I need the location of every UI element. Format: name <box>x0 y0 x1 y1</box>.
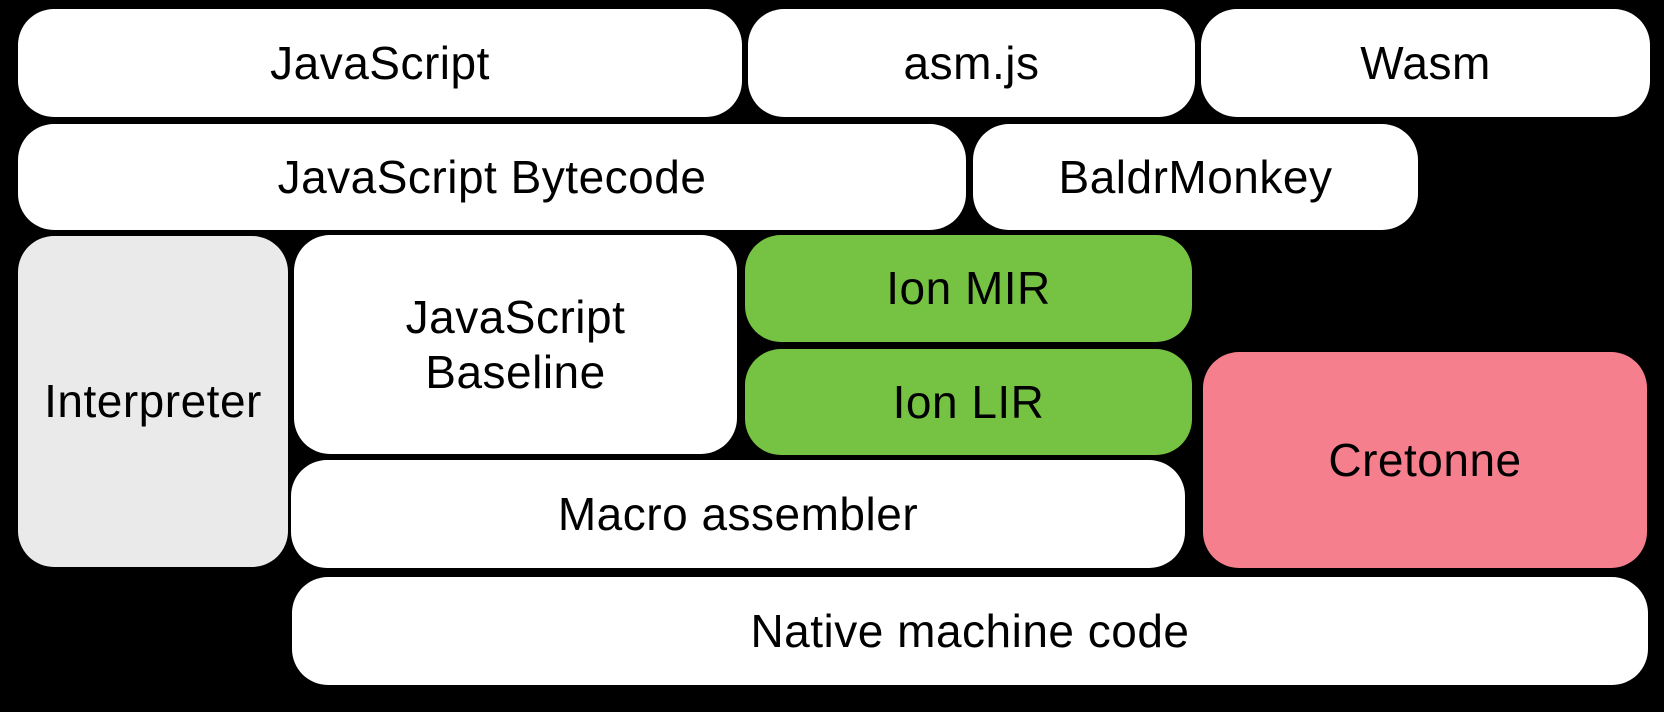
node-macro-assembler: Macro assembler <box>291 460 1185 568</box>
node-interpreter: Interpreter <box>18 236 288 567</box>
node-label: Cretonne <box>1328 433 1522 486</box>
node-javascript-bytecode: JavaScript Bytecode <box>18 124 966 230</box>
node-label: JavaScript Bytecode <box>277 150 707 203</box>
node-cretonne: Cretonne <box>1203 352 1647 568</box>
node-baldrmonkey: BaldrMonkey <box>973 124 1418 230</box>
node-label: BaldrMonkey <box>1058 150 1333 203</box>
node-ion-lir: Ion LIR <box>745 349 1192 455</box>
node-label: Baseline <box>425 345 606 398</box>
node-label: Macro assembler <box>557 487 919 540</box>
node-javascript: JavaScript <box>18 9 742 117</box>
node-wasm: Wasm <box>1201 9 1650 117</box>
node-label: JavaScript <box>270 36 490 89</box>
node-native-machine-code: Native machine code <box>292 577 1648 685</box>
node-label: asm.js <box>903 36 1040 89</box>
node-label: Wasm <box>1360 36 1491 89</box>
node-label: Native machine code <box>750 604 1190 657</box>
node-label: Ion MIR <box>886 262 1051 314</box>
node-label: Interpreter <box>44 375 262 427</box>
node-asmjs: asm.js <box>748 9 1195 117</box>
node-label: Ion LIR <box>892 375 1045 428</box>
node-label: JavaScript <box>405 290 626 343</box>
node-ion-mir: Ion MIR <box>745 235 1192 342</box>
